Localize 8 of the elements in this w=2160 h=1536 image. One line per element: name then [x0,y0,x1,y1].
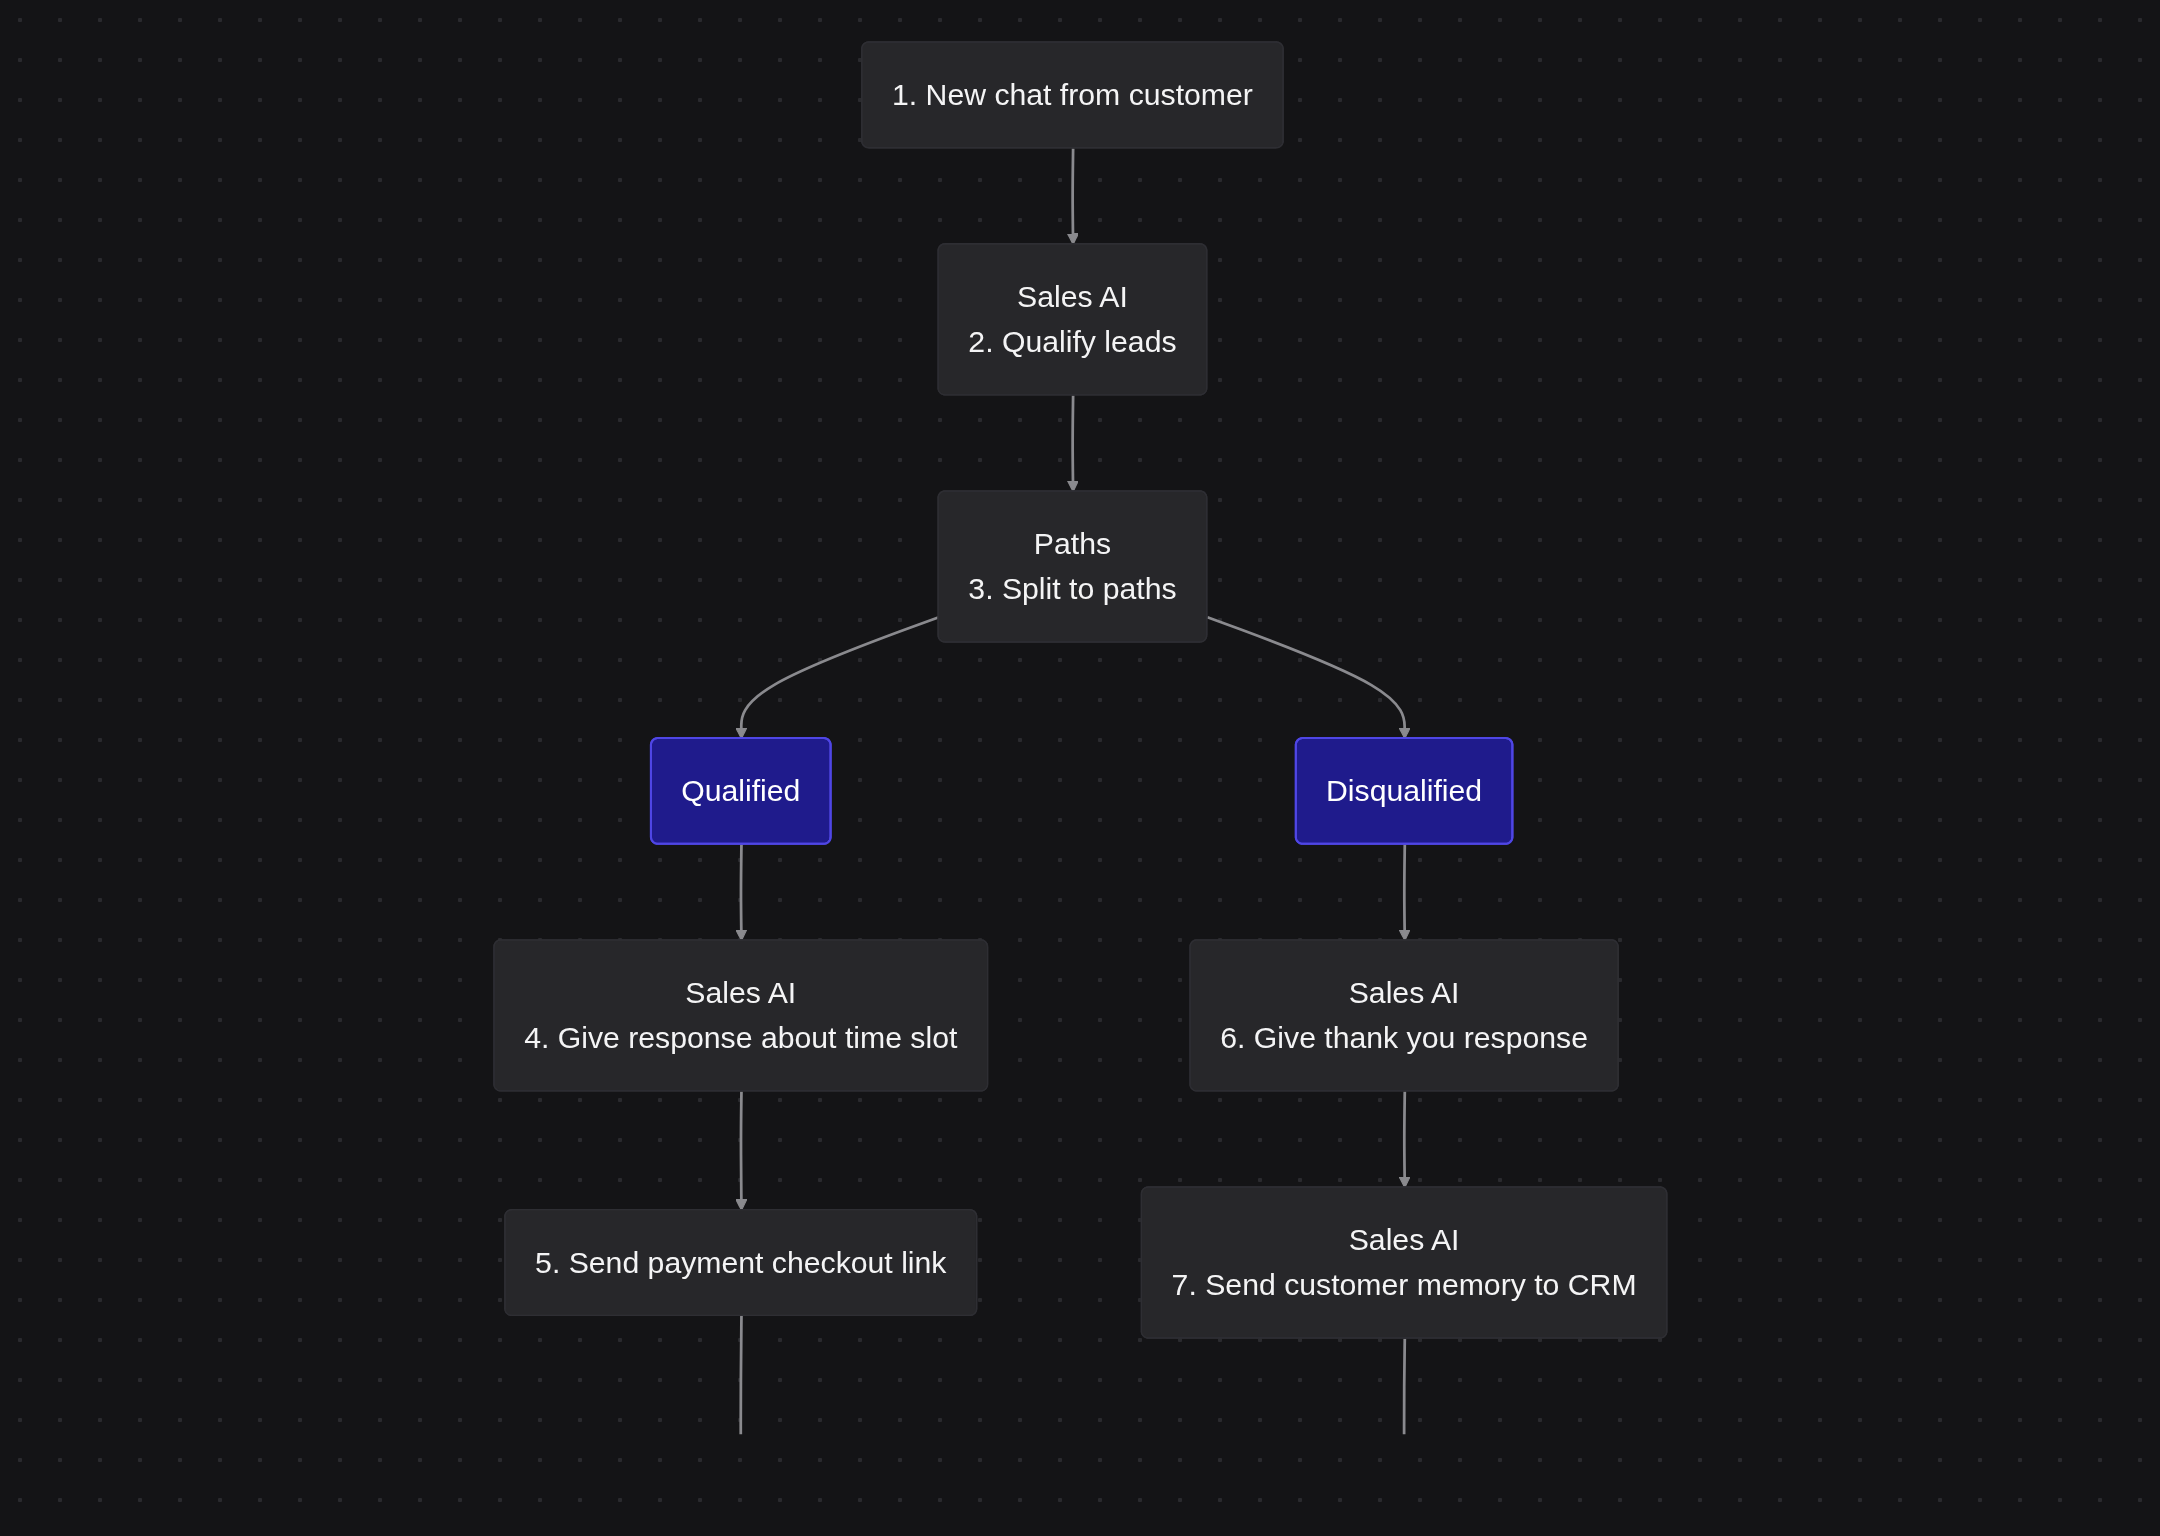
arrow [1398,1091,1411,1188]
arrow [734,844,747,941]
arrow [734,1091,747,1211]
connector [739,1315,743,1434]
arrow [1066,395,1079,492]
arrow [1398,844,1411,941]
connector [1402,1338,1406,1434]
arrow [1066,148,1079,245]
